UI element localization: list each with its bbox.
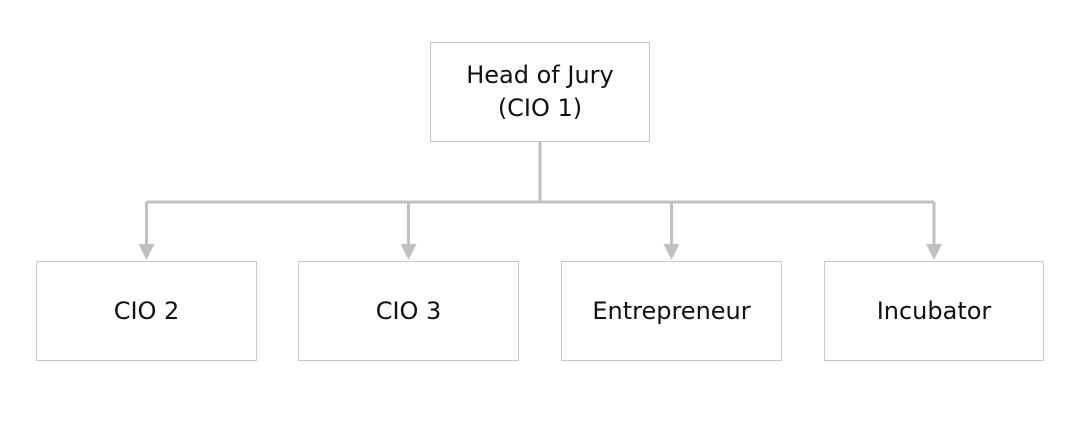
- node-cio-3: CIO 3: [298, 261, 519, 361]
- node-cio-2-label: CIO 2: [113, 296, 180, 325]
- node-entrepreneur-label: Entrepreneur: [592, 296, 751, 325]
- arrowhead-cio3: [400, 244, 417, 260]
- arrowhead-entrepreneur: [663, 244, 680, 260]
- node-cio-3-label: CIO 3: [375, 296, 442, 325]
- node-head-of-jury: Head of Jury (CIO 1): [430, 42, 650, 142]
- arrowhead-incubator: [926, 244, 942, 260]
- node-cio-2: CIO 2: [36, 261, 257, 361]
- arrowhead-cio2: [138, 244, 155, 260]
- node-incubator: Incubator: [824, 261, 1044, 361]
- node-head-of-jury-subtitle: (CIO 1): [497, 94, 583, 122]
- node-incubator-label: Incubator: [876, 296, 992, 325]
- node-entrepreneur: Entrepreneur: [561, 261, 782, 361]
- node-head-of-jury-title: Head of Jury: [466, 61, 614, 89]
